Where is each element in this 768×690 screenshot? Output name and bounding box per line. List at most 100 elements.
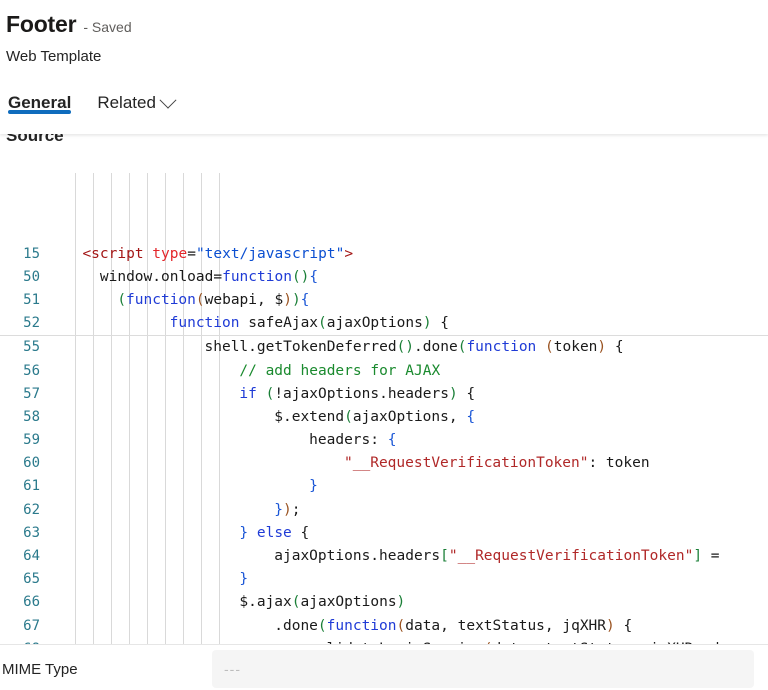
code-token: { (614, 617, 633, 634)
line-number: 15 (23, 245, 40, 262)
code-token: : token (588, 455, 650, 472)
line-number: 57 (23, 385, 40, 402)
code-token: ( (117, 291, 127, 308)
code-token: ] (693, 548, 703, 565)
code-line-text: function safeAjax(ajaxOptions) { (170, 312, 449, 335)
code-line: 56 // add headers for AJAX (0, 360, 768, 383)
line-number: 67 (23, 617, 40, 634)
code-line: 59 headers: { (0, 429, 768, 452)
code-token: { (457, 385, 476, 402)
code-token: ( (457, 339, 467, 356)
code-token (257, 386, 266, 402)
title-row: Footer - Saved (6, 10, 768, 40)
code-line-text: ajaxOptions.headers["__RequestVerificati… (274, 545, 719, 568)
line-number: 66 (23, 594, 40, 611)
tab-related-label: Related (97, 93, 156, 112)
code-token: safeAjax (239, 315, 319, 332)
mime-type-input[interactable]: --- (212, 650, 754, 688)
line-number: 62 (23, 501, 40, 518)
code-token: // add headers for AJAX (239, 362, 441, 379)
code-token (536, 339, 545, 355)
code-token: ) (396, 594, 406, 611)
code-token: ( (195, 291, 205, 308)
code-token: data, textStatus, jqXHR (405, 617, 607, 634)
code-token: { (466, 408, 476, 425)
code-token: webapi, $ (204, 291, 284, 308)
code-token: ( (291, 594, 301, 611)
tab-general[interactable]: General (6, 80, 81, 120)
line-number: 55 (23, 339, 40, 356)
code-line-text: shell.getTokenDeferred().done(function (… (205, 336, 624, 359)
tab-bar: General Related (0, 80, 768, 127)
line-number: 59 (23, 432, 40, 449)
code-token: } (239, 524, 249, 541)
code-token: ) (422, 315, 432, 332)
code-token: } (274, 501, 283, 518)
code-token: function (169, 315, 240, 332)
code-line: 63} else { (0, 522, 768, 545)
code-token: validateLoginSession (309, 641, 484, 644)
code-token: ( (484, 641, 493, 644)
code-line-text: $.ajax(ajaxOptions) (239, 591, 405, 614)
code-token: ajaxOptions.headers (274, 548, 441, 565)
code-line-text: (function(webapi, $)){ (117, 289, 309, 312)
page-title: Footer (6, 11, 77, 37)
line-number: 58 (23, 408, 40, 425)
code-token: .done (414, 339, 458, 356)
code-token: function (126, 291, 196, 308)
code-token (248, 525, 257, 541)
code-line-text: // add headers for AJAX (239, 360, 440, 383)
line-number: 68 (0, 638, 52, 644)
code-line: 68 validateLoginSession(data, textStatus,… (0, 638, 768, 644)
code-token: shell.getTokenDeferred (204, 339, 397, 356)
code-token: > (344, 245, 354, 262)
line-number: 65 (23, 571, 40, 588)
code-line-text: }); (274, 499, 300, 522)
code-line: 61} (0, 475, 768, 498)
code-token: { (387, 432, 397, 449)
code-token: = (702, 548, 720, 565)
code-token: headers: (309, 432, 388, 449)
line-number: 56 (23, 362, 40, 379)
code-line-text: .done(function(data, textStatus, jqXHR) … (274, 615, 632, 638)
tab-related[interactable]: Related (95, 80, 184, 120)
tab-general-label: General (8, 93, 72, 112)
chevron-down-icon (159, 91, 177, 109)
line-number: 63 (23, 524, 40, 541)
entity-type-label: Web Template (6, 48, 102, 65)
code-token: "__RequestVerificationToken" (344, 455, 589, 472)
code-token: { (300, 291, 310, 308)
line-number: 52 (23, 315, 40, 332)
code-token: function (326, 617, 397, 634)
save-status: - Saved (83, 19, 132, 35)
code-line: 62}); (0, 499, 768, 522)
line-number: 51 (23, 291, 40, 308)
code-token: !ajaxOptions.headers (274, 385, 449, 402)
code-line-text: } else { (239, 522, 309, 545)
code-token: if (239, 385, 257, 402)
code-token: else (256, 524, 292, 541)
line-number: 50 (23, 268, 40, 285)
page-header: Footer - Saved Web Template (0, 0, 768, 78)
code-token: { (291, 524, 310, 541)
code-line: 67 .done(function(data, textStatus, jqXHR… (0, 615, 768, 638)
code-line: 65} (0, 568, 768, 591)
code-line-text: } (239, 568, 248, 591)
code-line-text: <script type="text/javascript"> (82, 243, 353, 266)
active-tab-indicator (8, 110, 72, 114)
code-token: ( (318, 315, 327, 332)
code-line-text: } (309, 475, 318, 498)
code-token: } (309, 478, 318, 495)
code-token: [ (440, 548, 449, 565)
code-token: ) (606, 617, 615, 634)
code-token: data, textStatus, jqXHR, d (493, 641, 720, 644)
line-number: 60 (23, 455, 40, 472)
mime-type-label: MIME Type (2, 660, 78, 678)
code-token: { (431, 315, 450, 332)
